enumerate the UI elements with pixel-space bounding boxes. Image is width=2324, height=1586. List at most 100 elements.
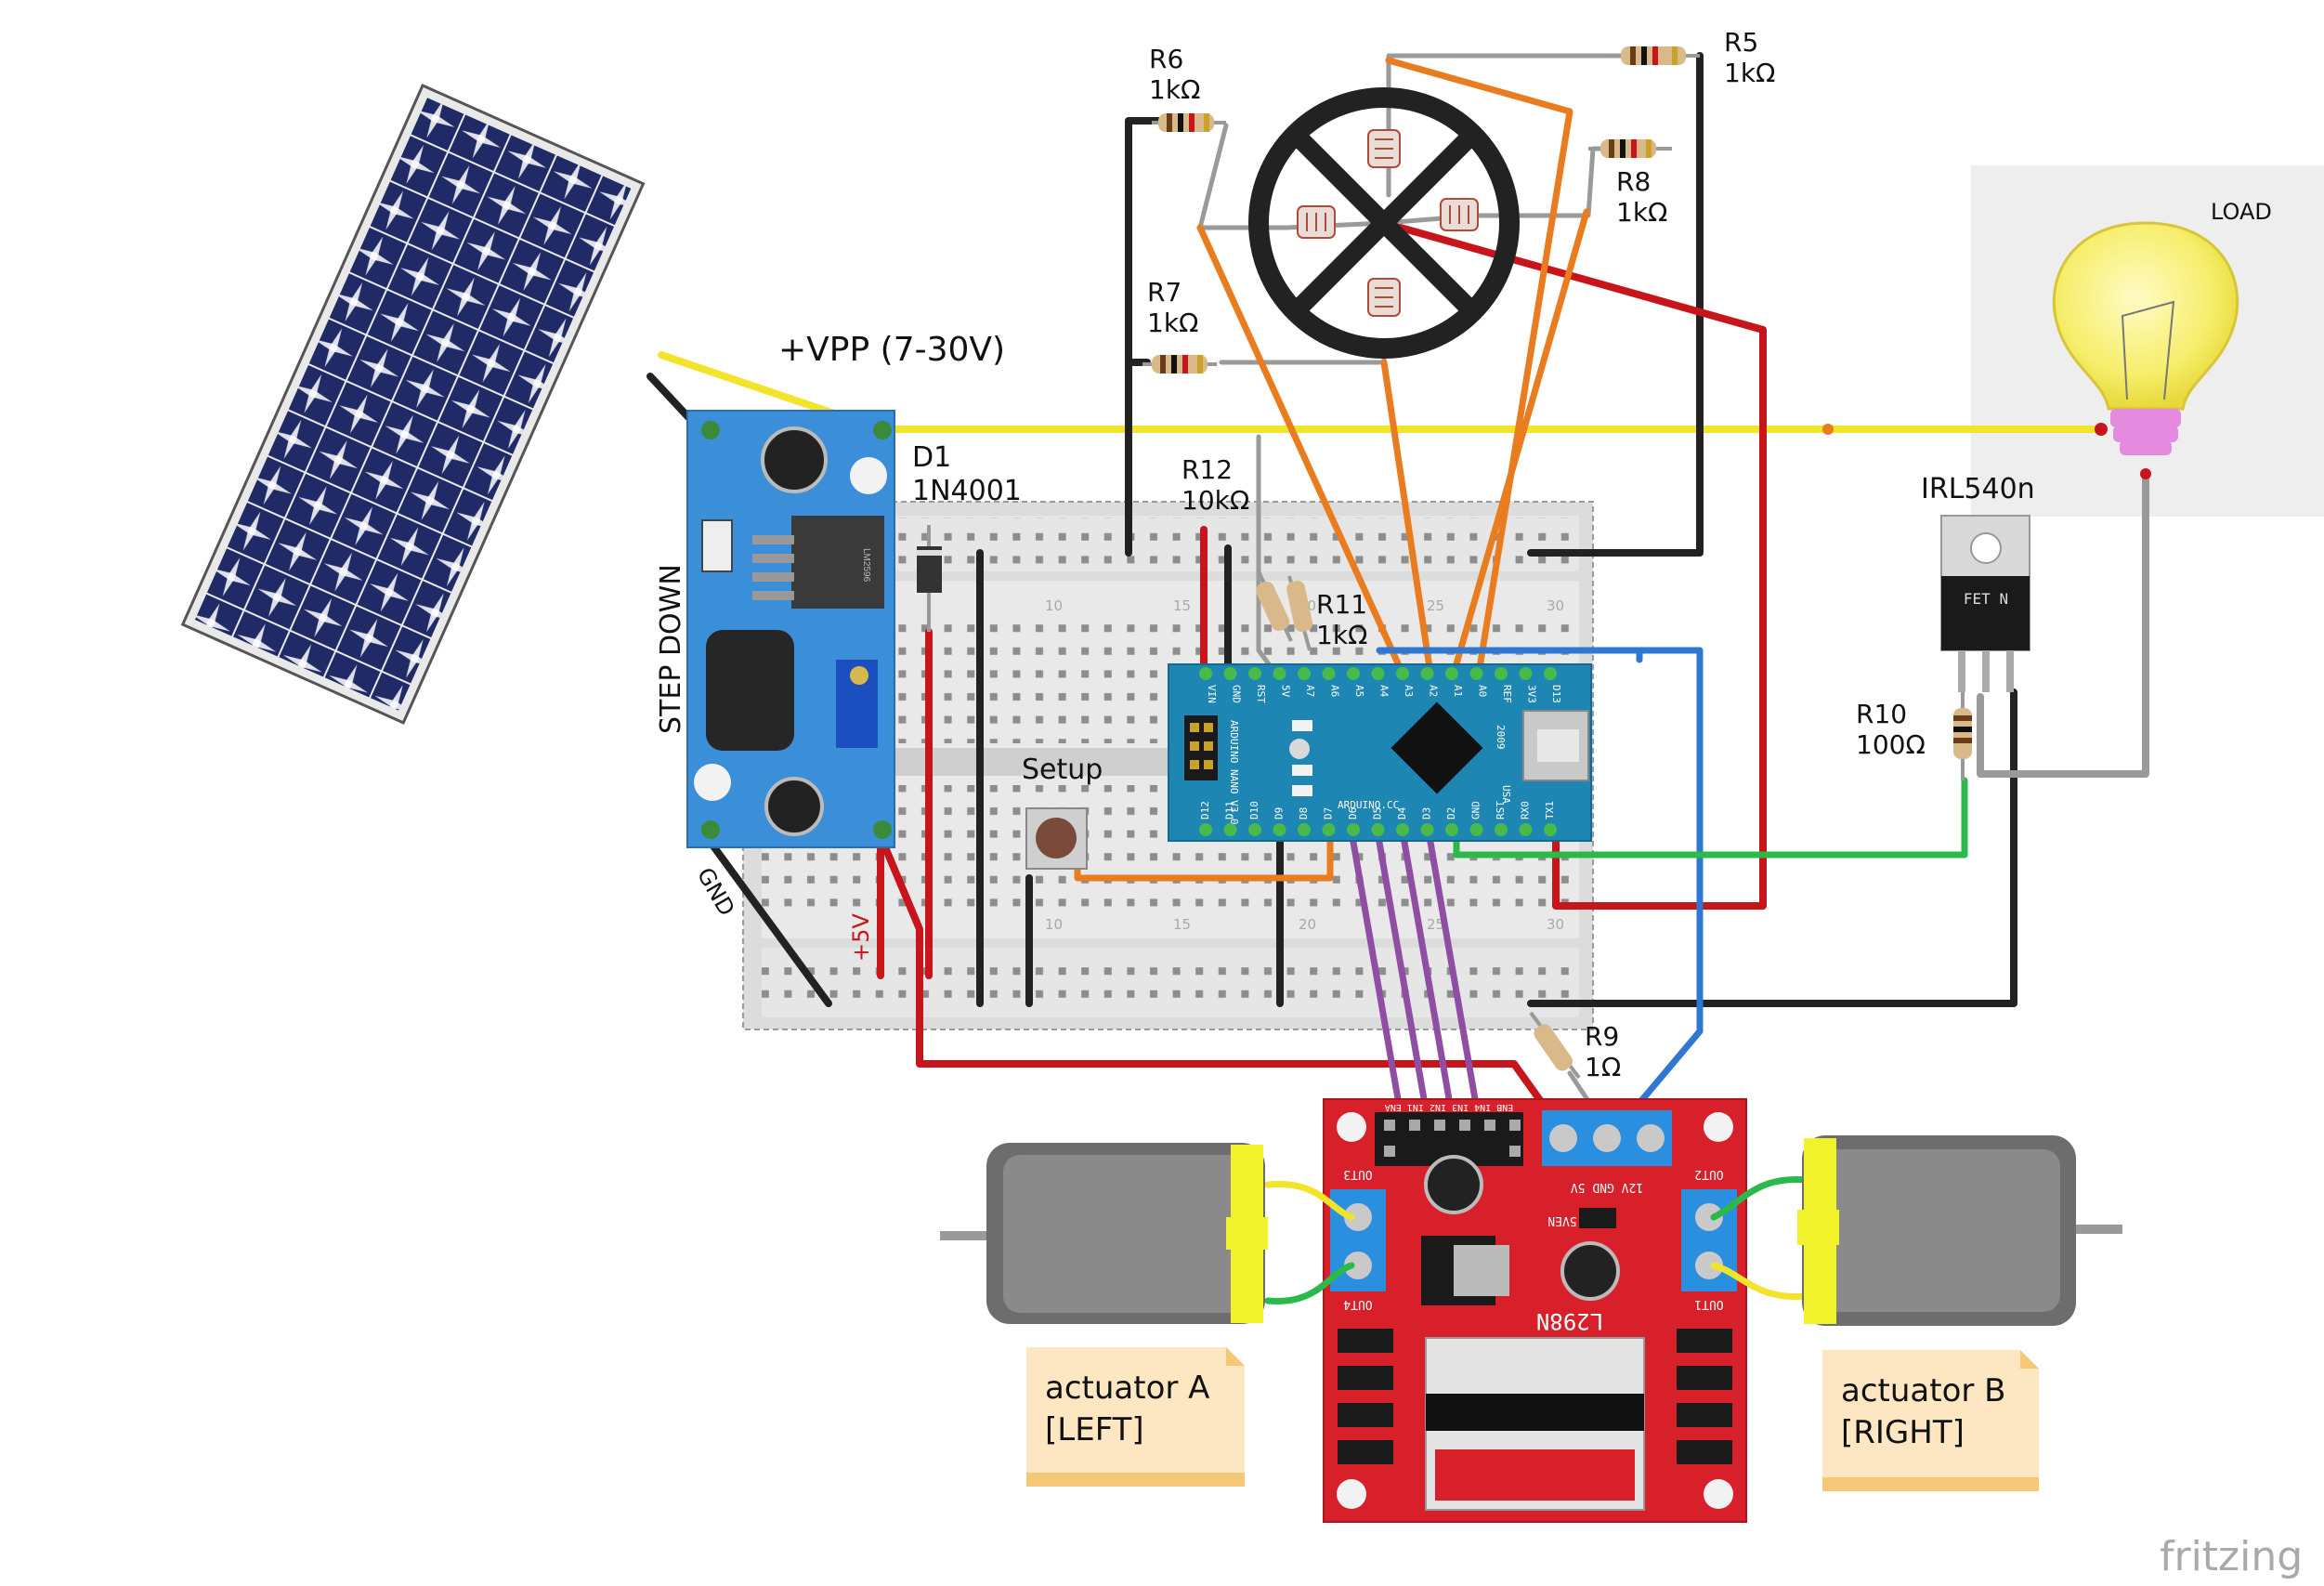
- step-down-regulator: LM2596: [686, 410, 895, 848]
- r7-value: 1kΩ: [1147, 308, 1198, 338]
- nano-pin-label-d7: D7: [1323, 807, 1335, 819]
- bb-col-10-top: 10: [1045, 597, 1063, 614]
- grey-r7-ldr: [1219, 355, 1387, 365]
- nano-pin-label-rx0: RX0: [1520, 801, 1532, 819]
- nano-usa: USA: [1500, 785, 1512, 804]
- mosfet-label: IRL540n: [1921, 473, 2035, 505]
- actuator-b-line2: [RIGHT]: [1841, 1414, 1965, 1451]
- r9-name: R9: [1585, 1021, 1619, 1052]
- nano-pin-label-a5: A5: [1353, 685, 1365, 697]
- nano-pin-gnd: [1469, 823, 1483, 836]
- nano-pin-label-vin: VIN: [1206, 685, 1218, 703]
- ldr-bottom: [1367, 278, 1401, 317]
- out3-label: OUT3: [1343, 1167, 1372, 1181]
- nano-pin-label-rst: RST: [1495, 801, 1507, 819]
- nano-pin-a6: [1322, 667, 1336, 680]
- bb-col-20-bot: 20: [1299, 916, 1316, 933]
- r6-value: 1kΩ: [1149, 74, 1200, 105]
- nano-pin-label-rst: RST: [1255, 685, 1267, 703]
- nano-title: ARDUINO NANO V3.0: [1228, 720, 1240, 825]
- black-mosfet-source: [1527, 688, 2017, 1007]
- nano-pin-3v3: [1519, 667, 1533, 680]
- resistor-r5: [1607, 46, 1700, 65]
- actuator-a-line1: actuator A: [1045, 1370, 1209, 1407]
- r5-value: 1kΩ: [1724, 58, 1775, 88]
- nano-pin-d4: [1396, 823, 1409, 836]
- purple-in4: [1425, 828, 1482, 1119]
- nano-pin-d11: [1223, 823, 1237, 836]
- actuator-b-line1: actuator B: [1841, 1372, 2006, 1409]
- mosfet-irl540n: FET N: [1940, 515, 2030, 692]
- driver-power-label: 12V GND 5V: [1571, 1180, 1643, 1194]
- r8-value: 1kΩ: [1616, 197, 1667, 228]
- note-actuator-b: [1822, 1350, 2039, 1491]
- out4-label: OUT4: [1343, 1297, 1372, 1311]
- green-gate-wire: [1453, 777, 1968, 859]
- nano-pin-label-d6: D6: [1347, 807, 1359, 819]
- bb-col-15-bot: 15: [1173, 916, 1191, 933]
- nano-pin-label-d5: D5: [1372, 807, 1384, 819]
- ldr-top: [1367, 129, 1401, 168]
- nano-pin-label-d4: D4: [1396, 806, 1408, 819]
- step-down-label: STEP DOWN: [655, 564, 687, 734]
- nano-pin-label-ref: REF: [1501, 685, 1513, 703]
- ldr-left: [1297, 205, 1336, 239]
- out1-label: OUT1: [1694, 1297, 1723, 1311]
- bb-col-25-bot: 25: [1427, 916, 1444, 933]
- diode-d1: [917, 525, 942, 632]
- nano-pin-a5: [1347, 667, 1360, 680]
- d1-part: 1N4001: [912, 475, 1022, 507]
- nano-pin-label-a3: A3: [1403, 685, 1415, 697]
- plus5v-label: +5V: [848, 913, 874, 962]
- bb-col-15-top: 15: [1173, 597, 1191, 614]
- nano-pin-label-a4: A4: [1378, 685, 1390, 698]
- nano-pin-a1: [1445, 667, 1458, 680]
- d1-name: D1: [912, 441, 951, 474]
- nano-pin-a0: [1469, 667, 1483, 680]
- grey-r11: [1256, 434, 1275, 672]
- nano-pin-ref: [1495, 667, 1508, 680]
- nano-pin-a3: [1396, 667, 1409, 680]
- r10-value: 100Ω: [1856, 729, 1926, 760]
- purple-in1: [1348, 828, 1404, 1119]
- nano-pin-rst: [1248, 667, 1261, 680]
- driver-inputs-label: ENB IN4 IN3 IN2 IN1 ENA: [1385, 1102, 1513, 1112]
- nano-pin-label-a6: A6: [1329, 685, 1341, 697]
- nano-pin-d10: [1248, 823, 1261, 836]
- nano-brand: ARDUINO.CC: [1338, 799, 1399, 811]
- nano-pin-label-d13: D13: [1550, 685, 1562, 703]
- nano-pin-label-a7: A7: [1304, 685, 1316, 697]
- actuator-a-motor: [940, 1143, 1268, 1324]
- blue-wire-1: [1376, 647, 1704, 1123]
- r5-name: R5: [1724, 27, 1758, 58]
- nano-pin-label-d10: D10: [1248, 801, 1260, 819]
- nano-year: 2009: [1495, 725, 1507, 750]
- solar-panel: [180, 84, 646, 725]
- r9-value: 1Ω: [1585, 1052, 1621, 1082]
- nano-pin-d5: [1371, 823, 1385, 836]
- nano-pin-label-d9: D9: [1273, 807, 1286, 819]
- purple-in3: [1399, 828, 1456, 1119]
- nano-pin-label-d12: D12: [1199, 801, 1211, 819]
- load-label: LOAD: [2211, 199, 2272, 225]
- nano-pin-label-5v: 5V: [1280, 685, 1292, 698]
- resistor-r12: [1256, 570, 1293, 642]
- nano-pin-d2: [1445, 823, 1458, 836]
- nano-pin-label-gnd: GND: [1470, 801, 1482, 819]
- setup-button[interactable]: [1025, 807, 1088, 870]
- resistor-r7: [1142, 355, 1217, 374]
- r11-name: R11: [1316, 589, 1367, 620]
- nano-pin-tx1: [1544, 823, 1557, 836]
- note-actuator-a: [1026, 1347, 1245, 1487]
- grey-load-wire: [1977, 470, 2149, 778]
- nano-pin-label-3v3: 3V3: [1526, 685, 1538, 703]
- nano-pin-d9: [1273, 823, 1286, 836]
- bb-col-30-bot: 30: [1547, 916, 1564, 933]
- orange-a3: [1196, 224, 1406, 677]
- orange-a1: [1450, 208, 1590, 677]
- nano-pin-label-d8: D8: [1298, 807, 1310, 819]
- nano-pin-gnd: [1223, 667, 1237, 680]
- r10-name: R10: [1856, 699, 1907, 729]
